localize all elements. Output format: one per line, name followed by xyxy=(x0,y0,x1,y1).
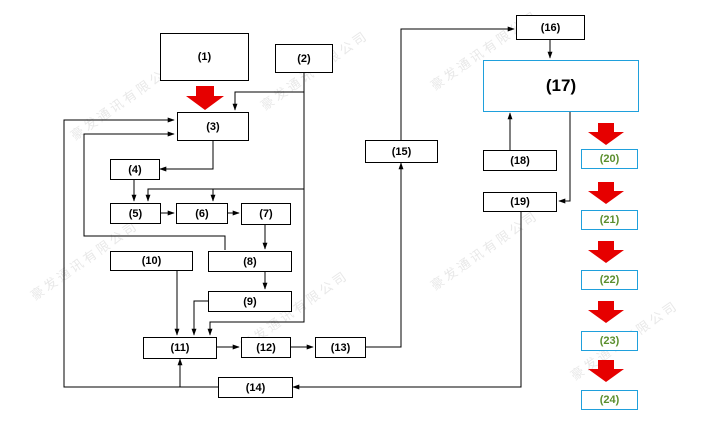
edge-19-14 xyxy=(292,212,522,390)
node-14: (14) xyxy=(218,377,293,398)
red-arrow-22 xyxy=(588,241,624,263)
node-22: (22) xyxy=(581,270,638,290)
node-15: (15) xyxy=(365,140,438,163)
node-7: (7) xyxy=(241,203,291,225)
node-13: (13) xyxy=(315,337,366,358)
edge-13-15 xyxy=(366,162,404,348)
red-arrow-24 xyxy=(588,360,624,382)
edge-15-16 xyxy=(400,26,515,140)
edge-2-11 xyxy=(207,92,305,336)
node-10: (10) xyxy=(110,251,193,271)
node-6: (6) xyxy=(176,203,228,224)
node-5: (5) xyxy=(110,203,161,224)
node-18: (18) xyxy=(483,150,557,171)
node-17: (17) xyxy=(483,60,639,112)
node-19: (19) xyxy=(483,192,557,212)
edge-2-3 xyxy=(232,73,305,111)
edge-3-4 xyxy=(159,140,214,172)
edge-9-11 xyxy=(191,300,208,336)
node-3: (3) xyxy=(177,112,249,141)
node-20: (20) xyxy=(581,149,638,169)
edge-8-3 xyxy=(83,131,226,250)
edge-17-19 xyxy=(558,112,571,204)
node-23: (23) xyxy=(581,331,638,351)
node-1: (1) xyxy=(160,33,249,81)
edge-trunk-5 xyxy=(145,188,304,202)
node-11: (11) xyxy=(143,337,217,359)
red-arrow-1-3 xyxy=(186,86,224,110)
node-21: (21) xyxy=(581,210,638,230)
node-24: (24) xyxy=(581,390,638,410)
red-arrows xyxy=(186,86,624,382)
node-9: (9) xyxy=(208,291,292,312)
node-2: (2) xyxy=(275,44,333,73)
red-arrow-21 xyxy=(588,182,624,204)
red-arrow-20 xyxy=(588,123,624,145)
node-16: (16) xyxy=(516,15,585,40)
red-arrow-23 xyxy=(588,301,624,323)
node-8: (8) xyxy=(208,251,292,272)
edge-14-3 xyxy=(63,117,218,388)
node-12: (12) xyxy=(241,337,291,358)
node-4: (4) xyxy=(110,159,160,180)
